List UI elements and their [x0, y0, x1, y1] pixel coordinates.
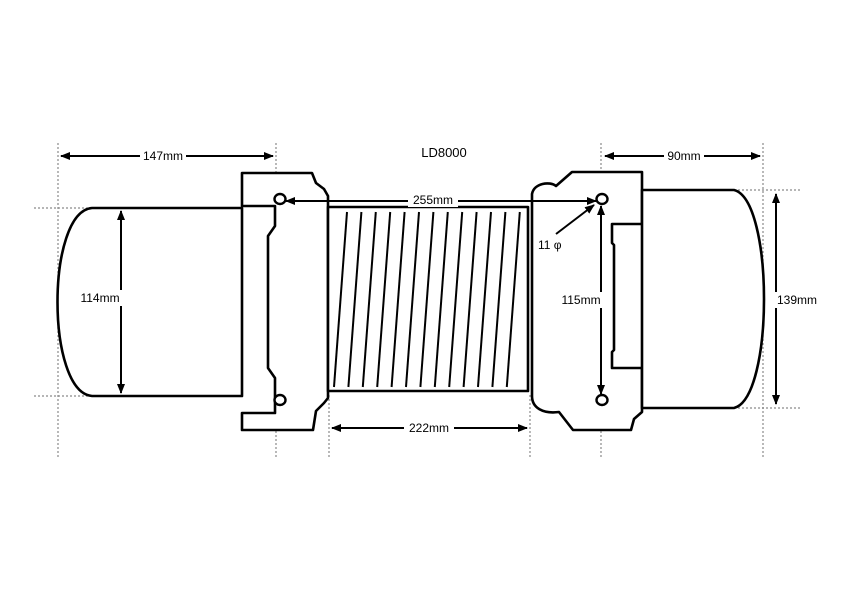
drum-winding-line	[333, 211, 348, 388]
model-title: LD8000	[421, 145, 467, 160]
drum-winding-line	[390, 211, 406, 388]
drum-winding-line	[347, 211, 363, 388]
dimension-bolt-span: 255mm	[285, 192, 597, 207]
drum-winding-line	[448, 211, 464, 388]
dimension-label-147: 147mm	[143, 149, 183, 163]
dimension-label-255: 255mm	[413, 193, 453, 207]
drum-winding-line	[361, 211, 377, 388]
mounting-hole	[595, 393, 609, 407]
dimension-motor-length: 147mm	[60, 148, 274, 163]
drum-winding-line	[433, 211, 449, 388]
dimension-overall-height: 139mm	[772, 193, 818, 405]
drum-winding-line	[491, 211, 507, 388]
dimension-drum-length: 222mm	[331, 420, 528, 435]
mounting-hole	[273, 393, 287, 407]
drum-winding-line	[477, 211, 492, 388]
dimension-label-114: 114mm	[80, 291, 119, 305]
dimension-label-hole: 11 φ	[538, 238, 562, 252]
dimension-label-139: 139mm	[777, 293, 817, 307]
dimension-gearbox-length: 90mm	[604, 148, 761, 163]
mounting-hole	[273, 192, 287, 206]
drum-winding-line	[462, 211, 478, 388]
dimension-motor-diameter: 114mm	[80, 210, 125, 394]
gearbox-housing	[640, 188, 766, 410]
drum-winding-line	[505, 211, 521, 388]
motor-housing	[56, 206, 244, 398]
dimension-label-115: 115mm	[561, 293, 600, 307]
drum-winding-lines	[333, 211, 521, 388]
dimension-hole-diameter: 11 φ	[538, 204, 595, 252]
drum-winding-line	[376, 211, 392, 388]
mounting-hole	[595, 192, 609, 206]
left-end-plate	[240, 171, 330, 432]
drum-winding-line	[419, 211, 435, 388]
drum-winding-line	[405, 211, 420, 388]
dimension-label-222: 222mm	[409, 421, 449, 435]
dimension-label-90: 90mm	[667, 149, 700, 163]
dimension-bolt-height: 115mm	[560, 205, 605, 395]
